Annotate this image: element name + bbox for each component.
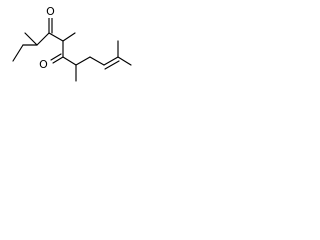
bond-alkene-double xyxy=(104,60,120,70)
bond-carbonyl-lower-double xyxy=(50,53,62,61)
oxygen-lower-label: O xyxy=(39,58,48,71)
oxygen-upper-mask xyxy=(45,5,56,18)
bond-center-methyl xyxy=(62,32,76,42)
bond-alpha-methyl-upper xyxy=(24,32,38,46)
bond-lower-carbonyl-to-branch xyxy=(62,56,77,66)
bond-terminal-methyl-right xyxy=(117,56,132,66)
chemical-structure-diagram: O O xyxy=(12,5,132,82)
oxygen-upper-label: O xyxy=(46,5,55,18)
oxygen-lower-mask xyxy=(38,58,49,71)
bond-alpha-to-carbonyl-upper xyxy=(36,32,50,46)
bond-upper-carbonyl-to-center xyxy=(48,32,64,42)
bond-alkene-single xyxy=(103,56,119,66)
bond-carbonyl-lower-single xyxy=(52,56,64,64)
bond-branch-to-ch2 xyxy=(75,56,91,66)
bond-ch2-to-alkene xyxy=(89,56,105,66)
bond-ethyl-terminal xyxy=(12,44,24,62)
